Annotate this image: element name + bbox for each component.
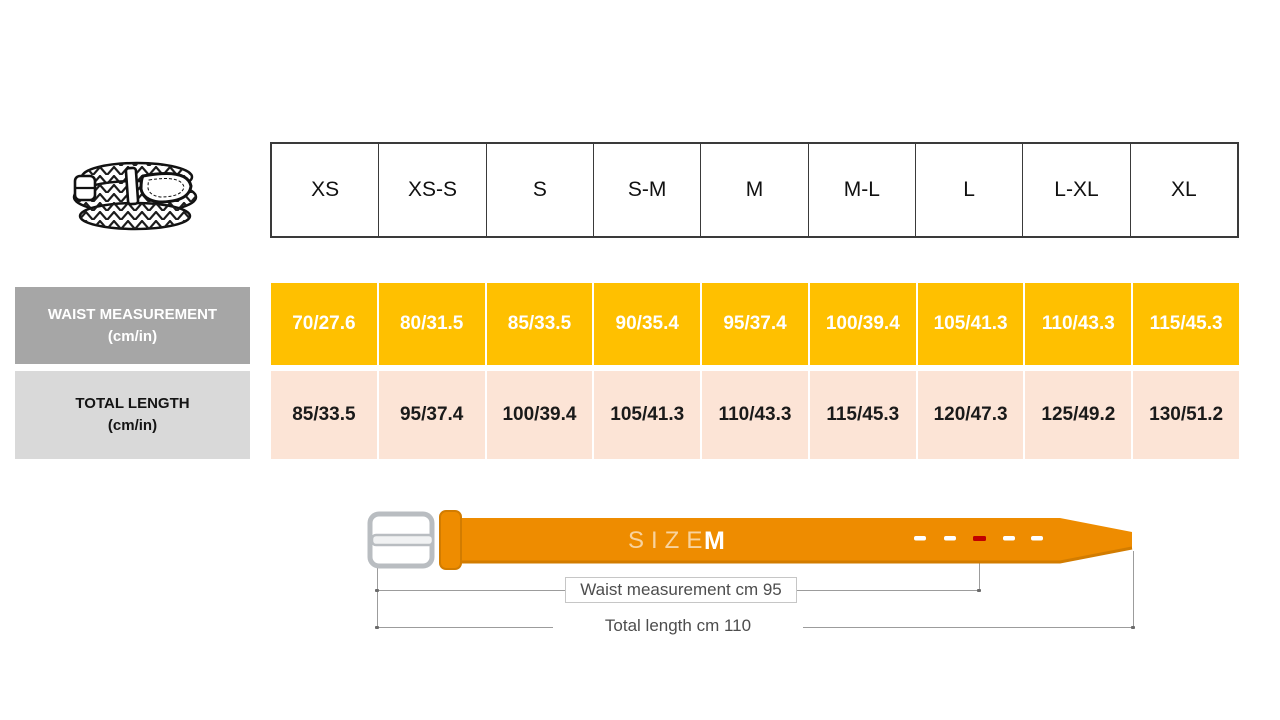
braided-belt-illustration xyxy=(65,148,205,240)
total-length-cell: 105/41.3 xyxy=(594,371,701,459)
belt-strap xyxy=(452,518,1132,562)
belt-hole xyxy=(944,536,956,541)
waist-measurement-label-text: WAIST MEASUREMENT xyxy=(47,305,218,323)
waist-annotation-box: Waist measurement cm 95 xyxy=(565,577,797,603)
size-header-cell: L xyxy=(914,144,1022,236)
size-header-cell: M xyxy=(700,144,807,236)
total-length-annotation: Total length cm 110 xyxy=(553,613,803,639)
belt-tip-guide-line xyxy=(1133,551,1134,628)
total-length-cell: 95/37.4 xyxy=(378,371,485,459)
total-length-cell: 100/39.4 xyxy=(486,371,593,459)
line-endpoint xyxy=(375,626,379,629)
size-header-cell: XL xyxy=(1129,144,1237,236)
size-header-cell: L-XL xyxy=(1022,144,1129,236)
waist-measurement-cell: 110/43.3 xyxy=(1025,283,1132,365)
total-length-cell: 115/45.3 xyxy=(809,371,916,459)
total-length-annotation-text: Total length cm 110 xyxy=(604,616,752,635)
belt-hole xyxy=(1031,536,1043,541)
size-header-cell: XS xyxy=(311,178,340,201)
belt-hole xyxy=(914,536,926,541)
waist-measurement-label-unit: (cm/in) xyxy=(107,327,158,345)
total-length-cell: 85/33.5 xyxy=(271,371,377,459)
belt-buckle-prong xyxy=(370,533,435,547)
selected-hole-guide-line xyxy=(979,546,980,591)
belt-hole xyxy=(1003,536,1015,541)
waist-measurement-cell: 95/37.4 xyxy=(702,283,808,365)
total-length-label-text: TOTAL LENGTH xyxy=(75,395,190,413)
line-endpoint xyxy=(375,589,379,592)
waist-measurement-cell: 85/33.5 xyxy=(486,283,593,365)
size-value: M xyxy=(704,527,725,555)
size-header-cell: S-M xyxy=(592,144,700,236)
total-length-cell: 120/47.3 xyxy=(917,371,1024,459)
line-endpoint xyxy=(1131,626,1135,629)
belt-keeper xyxy=(439,510,462,570)
waist-measurement-label: WAIST MEASUREMENT (cm/in) xyxy=(15,287,250,364)
waist-annotation-text: Waist measurement cm 95 xyxy=(580,580,782,599)
total-length-cell: 125/49.2 xyxy=(1025,371,1132,459)
total-length-label-unit: (cm/in) xyxy=(107,417,158,434)
waist-measurement-cell: 80/31.5 xyxy=(378,283,485,365)
waist-measurement-cell: 100/39.4 xyxy=(809,283,916,365)
waist-measurement-cell: 70/27.6 xyxy=(271,283,377,365)
size-header-cell: M-L xyxy=(807,144,915,236)
belt-hole-selected xyxy=(973,536,986,541)
size-word: SIZE xyxy=(628,527,709,554)
size-header-cell: S xyxy=(485,144,593,236)
size-header-cell: XS-S xyxy=(378,144,485,236)
waist-measurement-cell: 90/35.4 xyxy=(594,283,701,365)
belt-diagram: SIZE M xyxy=(360,500,1160,580)
belt-diagram-graphic: SIZE M xyxy=(367,510,1133,570)
line-endpoint xyxy=(977,589,981,592)
buckle-guide-line xyxy=(377,568,378,628)
braided-belt-icon xyxy=(72,161,198,231)
waist-measurement-cell: 115/45.3 xyxy=(1133,283,1240,365)
waist-measurement-cell: 105/41.3 xyxy=(917,283,1024,365)
total-length-cell: 110/43.3 xyxy=(702,371,808,459)
total-length-label: TOTAL LENGTH (cm/in) xyxy=(15,371,250,459)
total-length-cell: 130/51.2 xyxy=(1133,371,1240,459)
